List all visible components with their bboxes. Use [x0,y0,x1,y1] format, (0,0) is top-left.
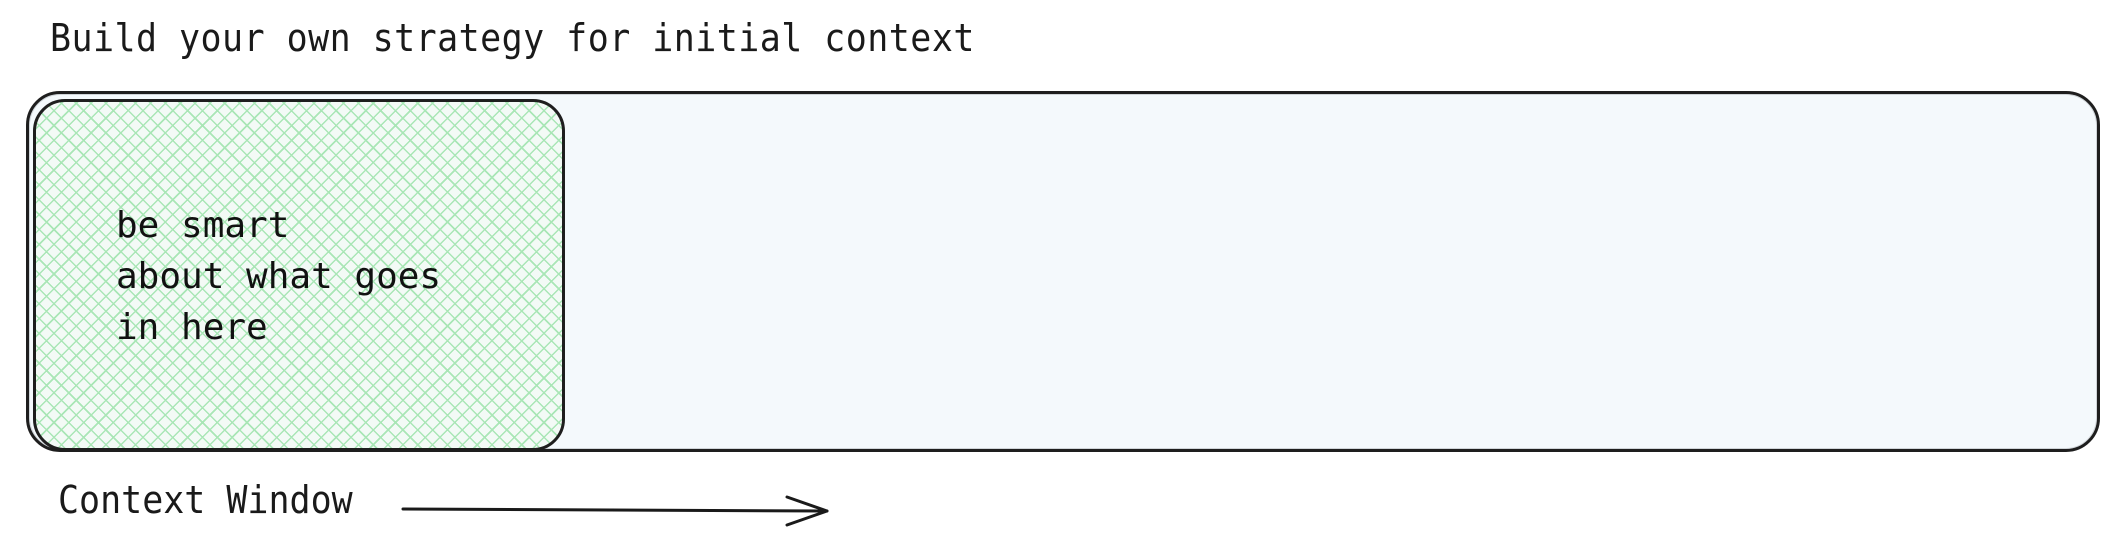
initial-context-line-3: in here [116,307,268,348]
context-window-label: Context Window [58,478,353,522]
initial-context-box: be smart about what goes in here [33,99,565,451]
initial-context-text: be smart about what goes in here [116,200,441,353]
initial-context-line-2: about what goes [116,256,442,297]
arrow-right-icon [401,495,829,527]
diagram-title: Build your own strategy for initial cont… [50,16,975,60]
initial-context-line-1: be smart [116,205,290,246]
